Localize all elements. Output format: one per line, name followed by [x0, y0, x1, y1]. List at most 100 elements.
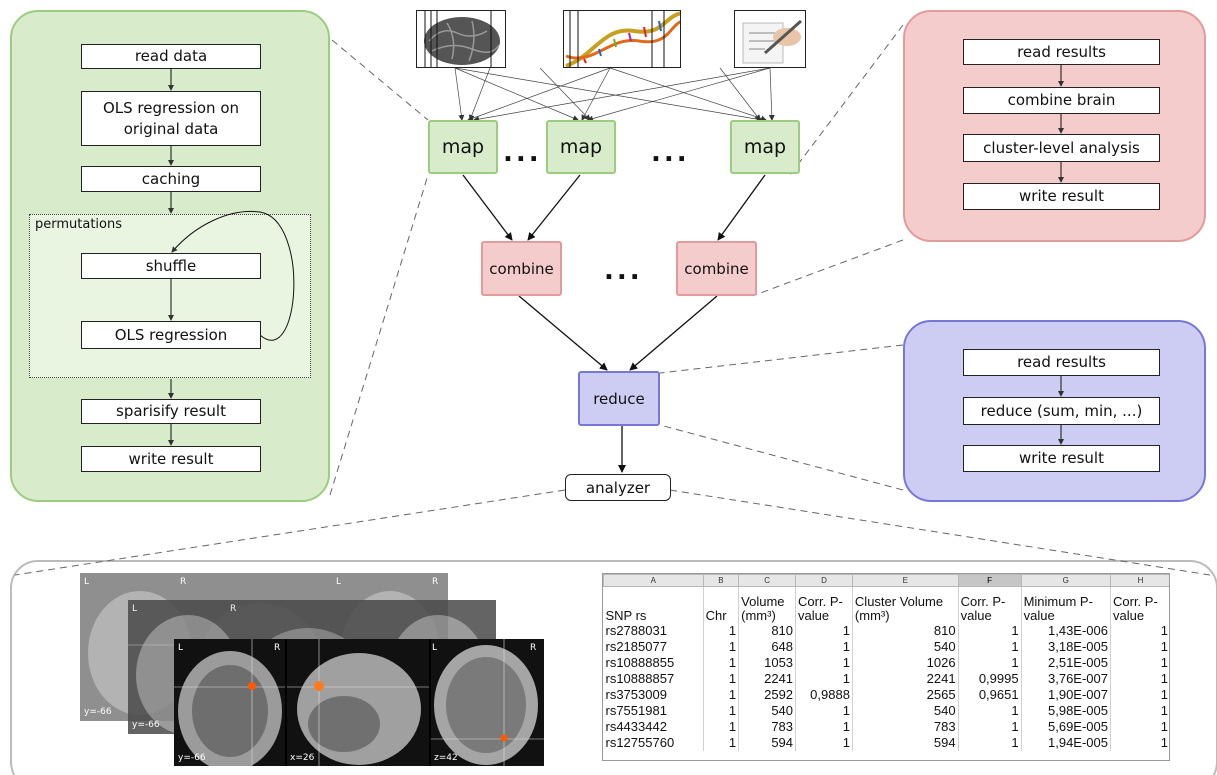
- table-cell[interactable]: 1: [795, 734, 853, 751]
- table-cell[interactable]: rs4433442: [603, 718, 704, 735]
- step-write-result: write result: [81, 446, 261, 472]
- table-cell[interactable]: 1: [795, 718, 853, 735]
- table-cell[interactable]: 594: [852, 734, 959, 751]
- table-cell[interactable]: 3,18E-005: [1021, 638, 1112, 655]
- column-letter[interactable]: E: [851, 574, 959, 587]
- table-cell[interactable]: 810: [852, 622, 959, 639]
- mri-view-front: L R L R y=-66 x=26 z=42: [174, 639, 544, 766]
- ellipsis: ...: [604, 256, 643, 286]
- column-header[interactable]: SNP rs: [603, 586, 704, 623]
- table-cell[interactable]: 1: [795, 702, 853, 719]
- table-cell[interactable]: 1026: [852, 654, 959, 671]
- pen-writing-icon: [742, 19, 802, 64]
- step-shuffle: shuffle: [81, 253, 261, 279]
- analyzer-node: analyzer: [565, 474, 671, 501]
- table-cell[interactable]: 1: [1110, 670, 1169, 687]
- table-cell[interactable]: 1: [958, 622, 1022, 639]
- table-cell[interactable]: 1: [1110, 638, 1169, 655]
- column-letter[interactable]: C: [738, 574, 797, 587]
- table-cell[interactable]: 2565: [852, 686, 959, 703]
- column-letter[interactable]: B: [702, 574, 740, 587]
- table-cell[interactable]: 5,69E-005: [1021, 718, 1112, 735]
- table-cell[interactable]: 1: [958, 654, 1022, 671]
- table-cell[interactable]: 1: [795, 670, 853, 687]
- table-cell[interactable]: 1: [1110, 622, 1169, 639]
- column-letter[interactable]: F: [957, 574, 1022, 587]
- table-cell[interactable]: 1: [703, 702, 740, 719]
- column-header[interactable]: Corr. P-value: [958, 586, 1022, 623]
- table-cell[interactable]: rs2788031: [603, 622, 704, 639]
- table-cell[interactable]: 0,9888: [795, 686, 853, 703]
- table-cell[interactable]: 1: [703, 622, 740, 639]
- table-cell[interactable]: 1: [703, 654, 740, 671]
- table-cell[interactable]: 783: [738, 718, 797, 735]
- map-label: map: [559, 136, 603, 158]
- table-cell[interactable]: 1: [703, 638, 740, 655]
- step-sparisify: sparisify result: [81, 399, 261, 424]
- table-cell[interactable]: 1: [958, 718, 1022, 735]
- column-letter[interactable]: D: [795, 574, 853, 587]
- slice-coordinate: z=42: [434, 753, 458, 763]
- table-cell[interactable]: rs10888855: [603, 654, 704, 671]
- red-step-write-result: write result: [963, 183, 1160, 210]
- table-cell[interactable]: 540: [852, 702, 959, 719]
- table-cell[interactable]: rs2185077: [603, 638, 704, 655]
- step-ols-regression: OLS regression: [81, 321, 261, 349]
- column-header[interactable]: Corr. P-value: [795, 586, 853, 623]
- table-cell[interactable]: 1: [958, 638, 1022, 655]
- left-marker: L: [132, 604, 138, 614]
- table-cell[interactable]: 1: [1110, 702, 1169, 719]
- column-letter[interactable]: A: [603, 574, 704, 587]
- table-cell[interactable]: 1: [703, 734, 740, 751]
- table-cell[interactable]: 1: [958, 734, 1022, 751]
- table-cell[interactable]: 5,98E-005: [1021, 702, 1112, 719]
- step-ols-original: OLS regression on original data: [81, 91, 261, 146]
- column-header[interactable]: Corr. P-value: [1110, 586, 1169, 623]
- table-cell[interactable]: 2,51E-005: [1021, 654, 1112, 671]
- column-header[interactable]: Minimum P-value: [1021, 586, 1112, 623]
- table-cell[interactable]: 1: [703, 670, 740, 687]
- column-header[interactable]: Cluster Volume (mm³): [852, 586, 959, 623]
- table-cell[interactable]: 594: [738, 734, 797, 751]
- table-cell[interactable]: 1: [795, 654, 853, 671]
- column-letter[interactable]: H: [1110, 574, 1169, 587]
- table-cell[interactable]: 1,43E-006: [1021, 622, 1112, 639]
- table-cell[interactable]: 0,9651: [958, 686, 1022, 703]
- table-cell[interactable]: 2241: [852, 670, 959, 687]
- table-cell[interactable]: 1: [1110, 734, 1169, 751]
- table-cell[interactable]: 1: [1110, 686, 1169, 703]
- table-cell[interactable]: 1,90E-007: [1021, 686, 1112, 703]
- table-cell[interactable]: 540: [852, 638, 959, 655]
- table-cell[interactable]: rs7551981: [603, 702, 704, 719]
- column-header[interactable]: Chr: [703, 586, 740, 623]
- column-header[interactable]: Volume (mm³): [738, 586, 797, 623]
- table-cell[interactable]: 1: [795, 622, 853, 639]
- table-cell[interactable]: 1,94E-005: [1021, 734, 1112, 751]
- red-step-cluster-analysis: cluster-level analysis: [963, 134, 1160, 162]
- table-cell[interactable]: rs10888857: [603, 670, 704, 687]
- table-cell[interactable]: 1: [1110, 654, 1169, 671]
- table-cell[interactable]: 2592: [738, 686, 797, 703]
- permutations-label: permutations: [35, 217, 123, 232]
- column-letter[interactable]: G: [1020, 574, 1112, 587]
- table-cell[interactable]: rs12755760: [603, 734, 704, 751]
- table-cell[interactable]: 648: [738, 638, 797, 655]
- table-cell[interactable]: 1: [795, 638, 853, 655]
- table-cell[interactable]: 1: [1110, 718, 1169, 735]
- table-cell[interactable]: 0,9995: [958, 670, 1022, 687]
- table-cell[interactable]: 1: [703, 686, 740, 703]
- table-cell[interactable]: 810: [738, 622, 797, 639]
- table-cell[interactable]: 540: [738, 702, 797, 719]
- table-cell[interactable]: rs3753009: [603, 686, 704, 703]
- permutations-group: [29, 214, 311, 378]
- table-cell[interactable]: 1: [958, 702, 1022, 719]
- table-cell[interactable]: 2241: [738, 670, 797, 687]
- table-cell[interactable]: 1: [703, 718, 740, 735]
- table-cell[interactable]: 1053: [738, 654, 797, 671]
- table-cell[interactable]: 3,76E-007: [1021, 670, 1112, 687]
- table-cell[interactable]: 783: [852, 718, 959, 735]
